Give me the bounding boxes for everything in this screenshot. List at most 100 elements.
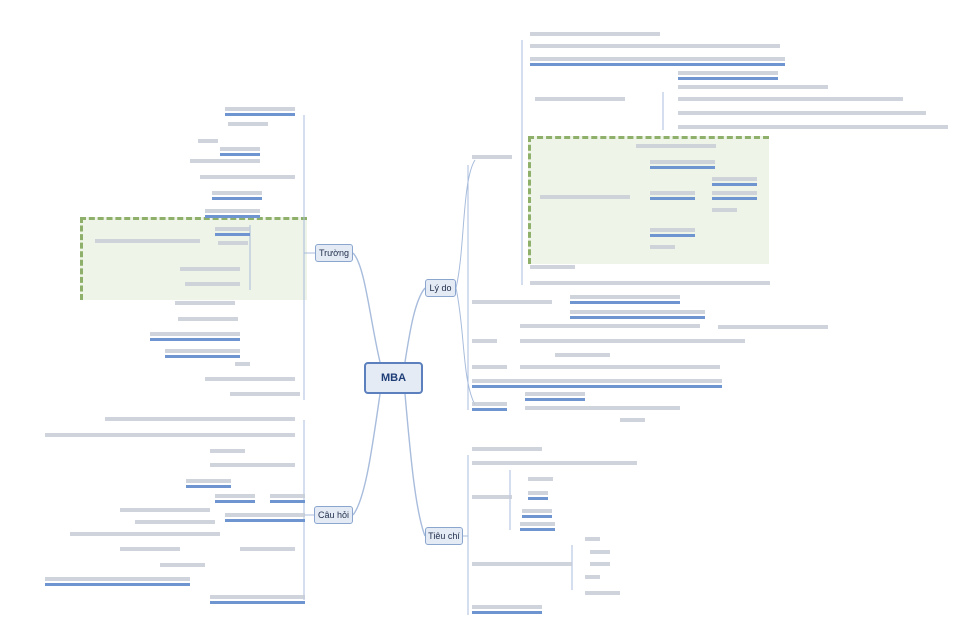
leaf-node [190, 159, 260, 163]
leaf-node [270, 494, 305, 503]
leaf-node [135, 520, 215, 524]
leaf-text-blur [590, 550, 610, 554]
leaf-node [528, 477, 553, 481]
leaf-text-blur [712, 208, 737, 212]
leaf-text-blur [520, 365, 720, 369]
leaf-text-blur [678, 71, 778, 75]
leaf-underline [472, 385, 722, 388]
leaf-text-blur [570, 310, 705, 314]
leaf-node [650, 228, 695, 237]
leaf-node [165, 349, 240, 358]
leaf-underline [165, 355, 240, 358]
leaf-node [472, 300, 552, 304]
leaf-node [530, 32, 660, 36]
leaf-text-blur [95, 239, 200, 243]
leaf-node [212, 191, 262, 200]
leaf-text-blur [530, 57, 785, 61]
leaf-node [472, 562, 572, 566]
leaf-node [150, 332, 240, 341]
leaf-text-blur [472, 402, 507, 406]
leaf-node [95, 239, 200, 243]
leaf-node [160, 563, 205, 567]
leaf-underline [270, 500, 305, 503]
leaf-text-blur [472, 562, 572, 566]
leaf-node [585, 591, 620, 595]
leaf-node [185, 282, 240, 286]
leaf-node [180, 267, 240, 271]
leaf-text-blur [650, 191, 695, 195]
leaf-node [210, 449, 245, 453]
leaf-node [186, 479, 231, 488]
leaf-text-blur [220, 147, 260, 151]
leaf-node [215, 227, 250, 236]
leaf-text-blur [530, 281, 770, 285]
leaf-text-blur [175, 301, 235, 305]
leaf-node [472, 402, 507, 411]
leaf-text-blur [650, 245, 675, 249]
leaf-underline [520, 528, 555, 531]
root-node-mba[interactable]: MBA [364, 362, 423, 394]
leaf-underline [530, 63, 785, 66]
leaf-node [472, 379, 722, 388]
leaf-text-blur [650, 160, 715, 164]
leaf-node [530, 265, 575, 269]
leaf-node [520, 324, 700, 328]
leaf-underline [522, 515, 552, 518]
leaf-text-blur [215, 227, 250, 231]
leaf-node [105, 417, 295, 421]
leaf-node [530, 57, 785, 66]
leaf-underline [45, 583, 190, 586]
leaf-node [472, 339, 497, 343]
leaf-text-blur [520, 522, 555, 526]
leaf-underline [570, 301, 680, 304]
leaf-underline [210, 601, 305, 604]
leaf-text-blur [178, 317, 238, 321]
leaf-node [678, 85, 828, 89]
leaf-underline [215, 233, 250, 236]
leaf-text-blur [105, 417, 295, 421]
leaf-node [620, 418, 645, 422]
leaf-text-blur [472, 155, 512, 159]
leaf-text-blur [150, 332, 240, 336]
leaf-node [230, 392, 300, 396]
leaf-node [712, 208, 737, 212]
branch-node-ly-do[interactable]: Lý do [425, 279, 456, 297]
leaf-text-blur [585, 537, 600, 541]
leaf-text-blur [678, 85, 828, 89]
leaf-node [528, 491, 548, 500]
leaf-node [678, 111, 926, 115]
leaf-text-blur [230, 392, 300, 396]
branch-node-truong[interactable]: Trường [315, 244, 353, 262]
branch-node-tieu-chi[interactable]: Tiêu chí [425, 527, 463, 545]
leaf-node [220, 147, 260, 156]
leaf-text-blur [590, 562, 610, 566]
leaf-node [472, 155, 512, 159]
leaf-node [712, 191, 757, 200]
leaf-underline [225, 519, 305, 522]
connector-root-cau-hoi [352, 393, 381, 516]
leaf-text-blur [530, 265, 575, 269]
leaf-text-blur [555, 353, 610, 357]
leaf-node [472, 605, 542, 614]
leaf-node [472, 495, 512, 499]
leaf-text-blur [530, 32, 660, 36]
leaf-text-blur [678, 97, 903, 101]
branch-node-cau-hoi[interactable]: Câu hỏi [314, 506, 353, 524]
highlight-panel-left [80, 217, 307, 300]
leaf-text-blur [190, 159, 260, 163]
leaf-text-blur [472, 300, 552, 304]
connector-root-ly-do [404, 287, 426, 363]
leaf-node [530, 281, 770, 285]
leaf-node [210, 595, 305, 604]
leaf-underline [220, 153, 260, 156]
leaf-node [540, 195, 630, 199]
leaf-text-blur [205, 377, 295, 381]
leaf-underline [650, 234, 695, 237]
leaf-text-blur [650, 228, 695, 232]
leaf-node [678, 71, 778, 80]
leaf-text-blur [535, 97, 625, 101]
connector-ly-do-upper [455, 159, 476, 289]
leaf-text-blur [165, 349, 240, 353]
connector-ly-do-lower [455, 287, 476, 406]
